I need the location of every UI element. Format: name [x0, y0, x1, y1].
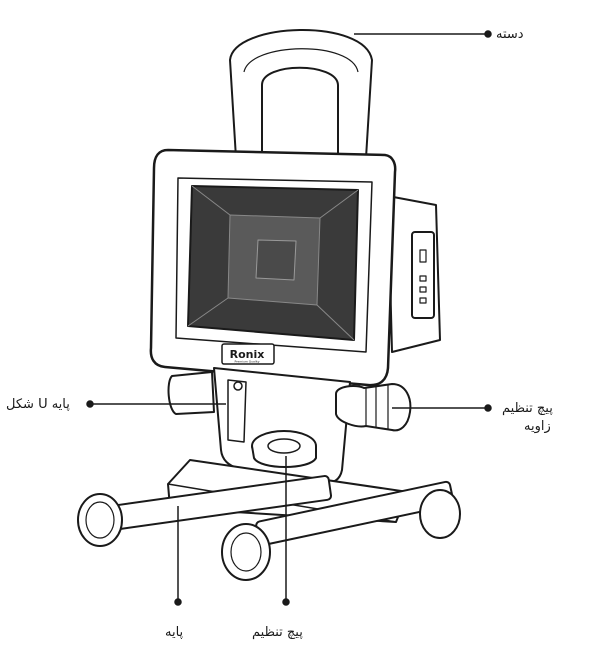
label-angle-knob-line1: پیچ تنظیم — [502, 401, 553, 416]
label-handle: دسته — [496, 27, 524, 42]
leg-cap-back-right — [419, 489, 461, 539]
angle-knob-leader-dot — [484, 404, 492, 412]
label-u-bracket: پایه U شکل — [6, 397, 70, 412]
label-base: پایه — [165, 625, 184, 640]
label-angle-knob-line2: زاویه — [524, 419, 551, 434]
logo-tagline: Premium Quality — [234, 360, 259, 364]
logo-badge — [221, 343, 275, 365]
label-adjust-knob: پیچ تنظیم — [252, 625, 303, 640]
u-bracket-leader-dot — [86, 400, 94, 408]
logo-brand: Ronix — [230, 348, 265, 361]
base-leader-dot — [174, 598, 182, 606]
angle-knob — [335, 383, 412, 432]
left-angle-knob — [167, 371, 215, 415]
battery-indicator-panel — [411, 231, 435, 319]
adjust-knob-leader-dot — [282, 598, 290, 606]
handle-leader-dot — [484, 30, 492, 38]
